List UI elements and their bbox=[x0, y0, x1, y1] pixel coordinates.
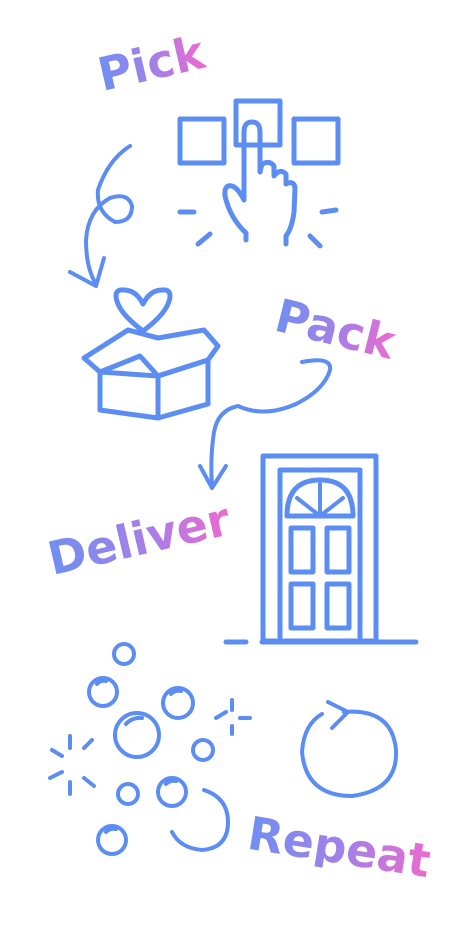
bubbles-icon bbox=[48, 642, 252, 856]
repeat-arrow-icon bbox=[300, 700, 399, 798]
front-door-icon bbox=[223, 453, 419, 645]
gift-box-with-heart-icon bbox=[81, 287, 221, 421]
curved-arrow-icon bbox=[68, 144, 134, 288]
hand-pointer-selecting-boxes-icon bbox=[177, 98, 341, 249]
curved-arrow-icon bbox=[198, 358, 333, 490]
